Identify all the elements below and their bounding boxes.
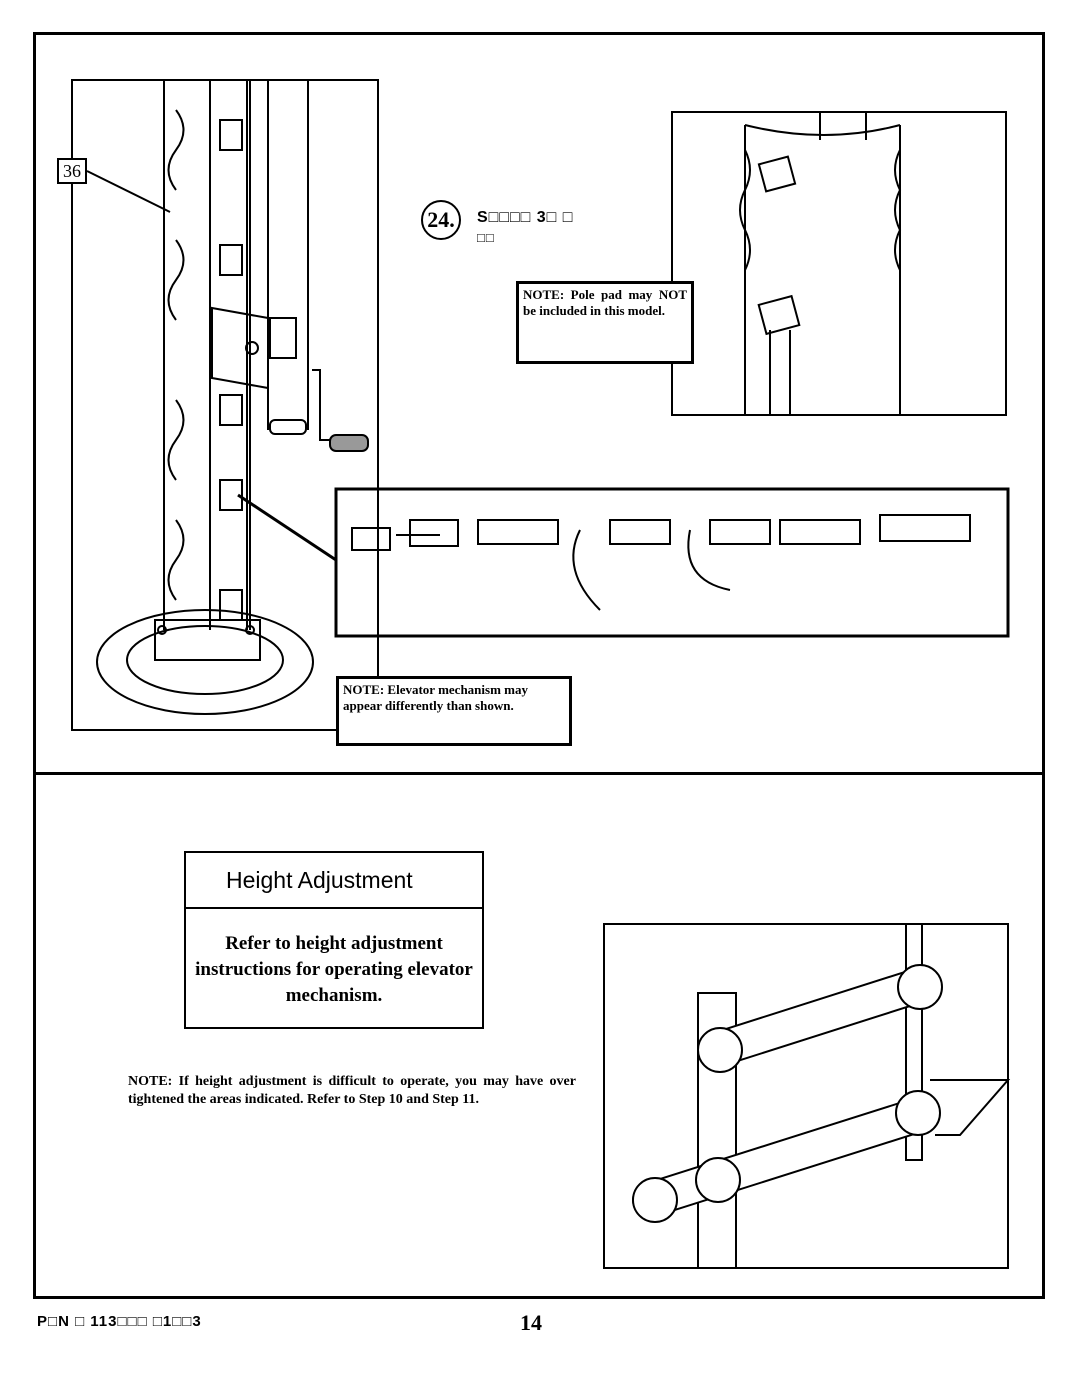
strap-detail-frame	[334, 487, 1010, 638]
page-number: 14	[520, 1310, 542, 1335]
section-divider	[33, 772, 1045, 775]
step-title: S□□□□ 3□ □	[477, 209, 574, 226]
footer-part-label: P□N □ 113□□□ □1□□3	[37, 1313, 202, 1330]
elevator-frame	[603, 923, 1009, 1269]
elevator-note: NOTE: Elevator mechanism may appear diff…	[336, 676, 572, 746]
page-frame	[33, 32, 1045, 1299]
pole-illustration-frame	[71, 79, 379, 731]
height-adjustment-title: Height Adjustment	[184, 851, 484, 909]
base-ellipse-inner	[126, 625, 284, 695]
base-ellipse-outer	[96, 609, 314, 715]
pole-pad-note: NOTE: Pole pad may NOT be included in th…	[516, 281, 694, 364]
pole-pad-frame	[671, 111, 1007, 416]
height-adjustment-body: Refer to height adjustment instructions …	[184, 909, 484, 1029]
height-adjustment-note: NOTE: If height adjustment is difficult …	[128, 1074, 576, 1107]
step-subtitle: □□	[477, 230, 495, 245]
part-callout-36: 36	[57, 158, 87, 184]
step-number: 24.	[421, 200, 461, 240]
